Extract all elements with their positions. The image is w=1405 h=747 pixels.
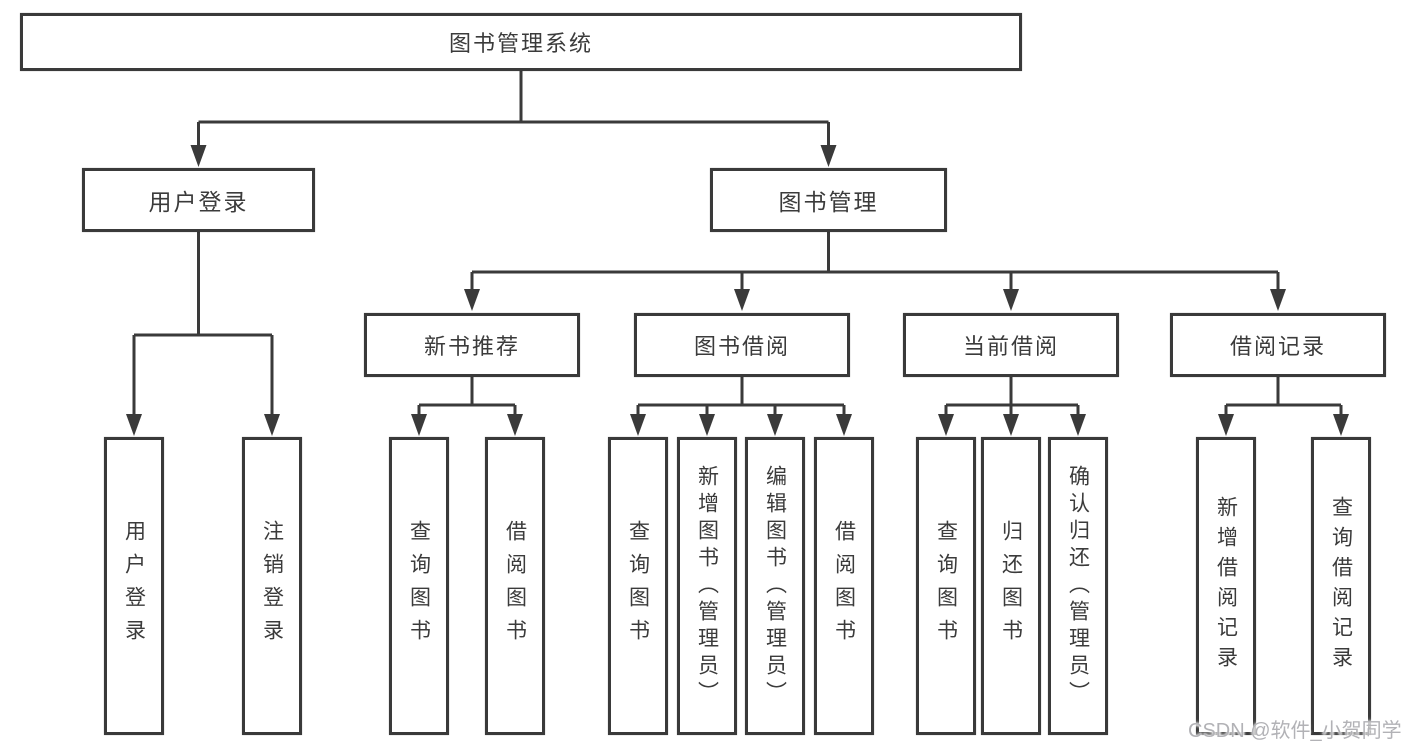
node-label: 图书借阅 [693, 334, 790, 359]
leaf-label: 查询图书 [407, 520, 431, 652]
leaf-label: 归还图书 [999, 520, 1023, 652]
leaf-label: 查询借阅记录 [1329, 496, 1353, 676]
connector-borrow-records-branch [1224, 377, 1343, 416]
leaf-query-books-current: 查询图书 [916, 437, 976, 735]
leaf-label: 注销登录 [260, 520, 284, 652]
node-library-management-system: 图书管理系统 [20, 13, 1022, 71]
node-label: 图书管理 [778, 189, 879, 215]
leaf-confirm-return-admin: 确认归还（管理员） [1048, 437, 1108, 735]
node-label: 用户登录 [148, 189, 249, 215]
leaf-edit-books-admin: 编辑图书（管理员） [745, 437, 805, 735]
arrowheads [126, 145, 1349, 436]
leaf-label: 编辑图书（管理员） [763, 464, 787, 708]
csdn-watermark: CSDN @软件_小贺同学 [1188, 720, 1402, 742]
connector-new-rec-branch [417, 377, 517, 416]
leaf-label: 新增图书（管理员） [695, 464, 719, 708]
node-borrowing-records: 借阅记录 [1170, 313, 1386, 377]
node-label: 新书推荐 [423, 334, 520, 359]
node-book-borrowing: 图书借阅 [634, 313, 850, 377]
connector-user-login-branch [132, 232, 274, 416]
leaf-label: 借阅图书 [503, 520, 527, 652]
leaf-borrow-books-recommend: 借阅图书 [485, 437, 545, 735]
leaf-query-books-recommend: 查询图书 [389, 437, 449, 735]
node-book-management: 图书管理 [710, 168, 947, 232]
connector-book-mgmt-branch [470, 232, 1280, 291]
node-label: 图书管理系统 [448, 31, 593, 56]
leaf-label: 借阅图书 [832, 520, 856, 652]
leaf-return-books: 归还图书 [981, 437, 1041, 735]
leaf-query-books-borrowing: 查询图书 [608, 437, 668, 735]
node-label: 借阅记录 [1229, 334, 1326, 359]
connector-current-borrow-branch [944, 377, 1080, 416]
leaf-label: 新增借阅记录 [1214, 496, 1238, 676]
leaf-label: 查询图书 [626, 520, 650, 652]
connector-book-borrow-branch [636, 377, 846, 416]
leaf-logout: 注销登录 [242, 437, 302, 735]
leaf-user-login: 用户登录 [104, 437, 164, 735]
leaf-add-borrow-record: 新增借阅记录 [1196, 437, 1256, 735]
node-user-login: 用户登录 [82, 168, 315, 232]
node-current-borrowing: 当前借阅 [903, 313, 1119, 377]
leaf-borrow-books: 借阅图书 [814, 437, 874, 735]
leaf-add-books-admin: 新增图书（管理员） [677, 437, 737, 735]
leaf-query-borrow-record: 查询借阅记录 [1311, 437, 1371, 735]
leaf-label: 确认归还（管理员） [1066, 464, 1090, 708]
connector-root-to-level2 [197, 71, 830, 148]
node-label: 当前借阅 [962, 334, 1059, 359]
leaf-label: 用户登录 [122, 520, 146, 652]
leaf-label: 查询图书 [934, 520, 958, 652]
node-new-book-recommend: 新书推荐 [364, 313, 580, 377]
